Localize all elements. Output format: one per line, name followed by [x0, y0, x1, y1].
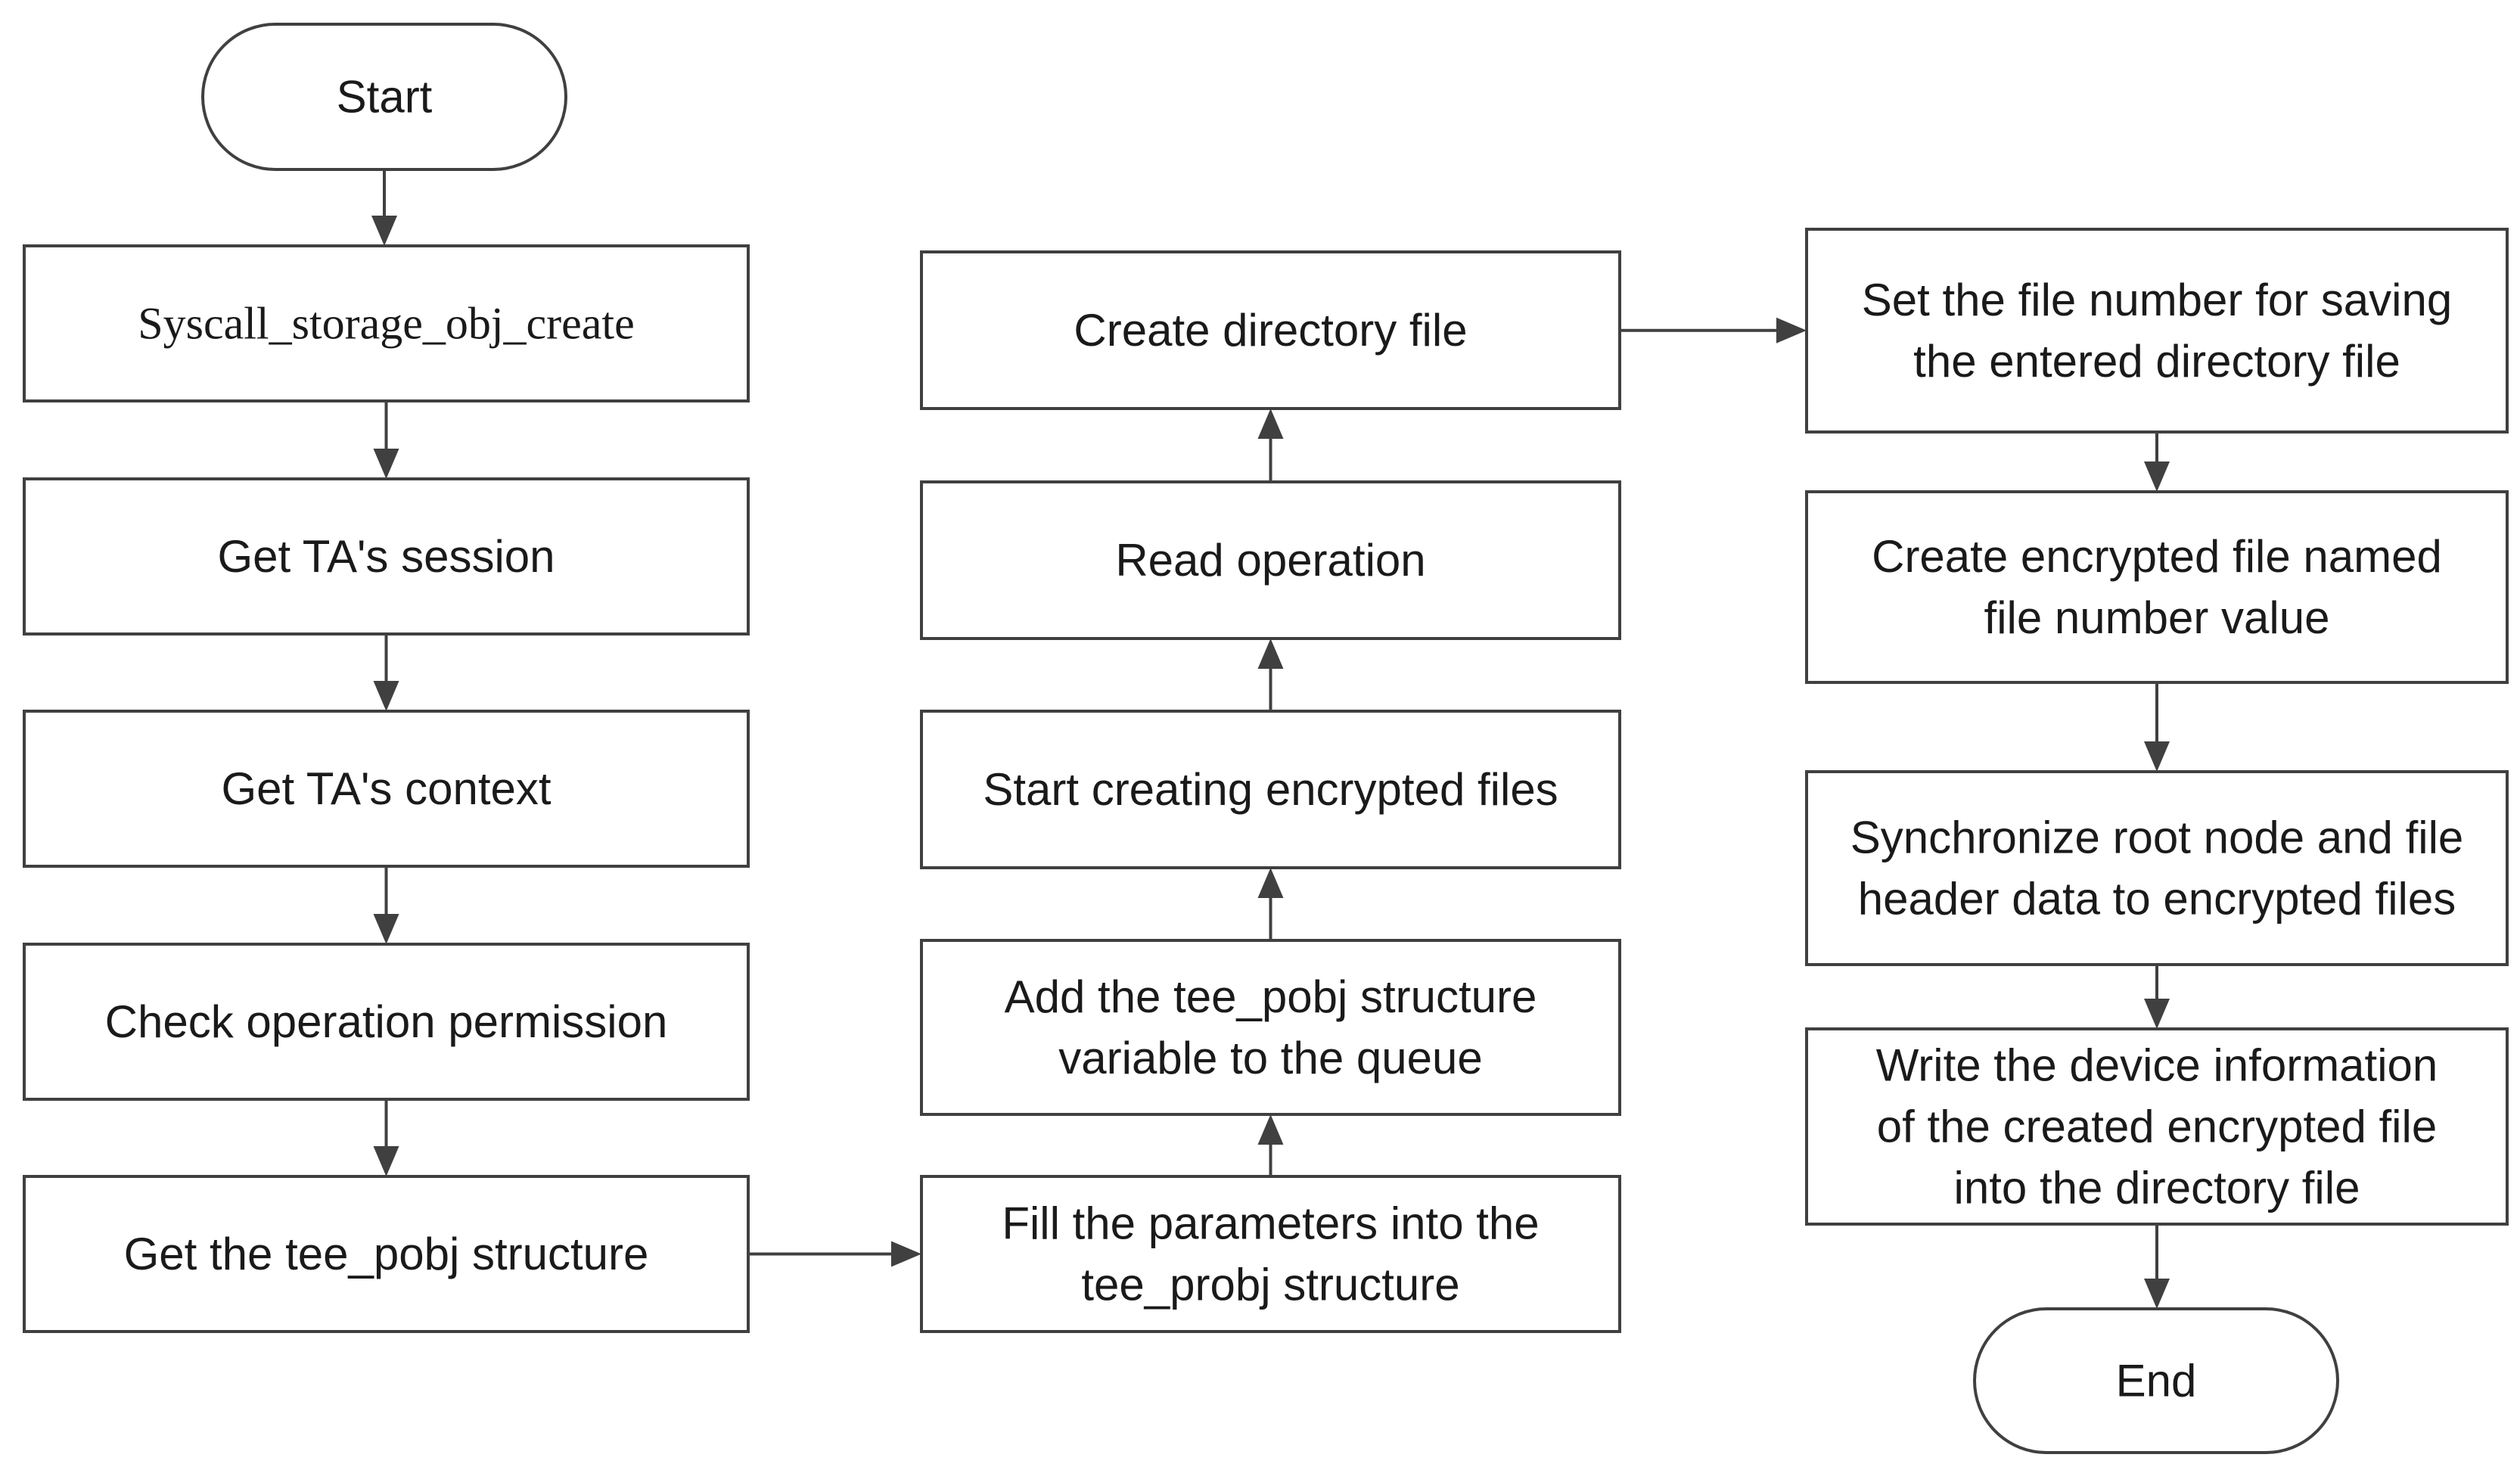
node-label: Add the tee_pobj structure	[1005, 971, 1537, 1022]
node-label: tee_probj structure	[1081, 1260, 1459, 1310]
node-start-create: Start creating encrypted files	[920, 710, 1621, 869]
process-box	[23, 1175, 750, 1333]
node-write-info: Write the device information of the creat…	[1805, 1027, 2509, 1226]
node-get-pobj: Get the tee_pobj structure	[23, 1175, 750, 1333]
process-box	[23, 943, 750, 1101]
node-label: header data to encrypted files	[1858, 874, 2456, 925]
arrow-connector	[1620, 317, 1807, 343]
node-label: End	[2116, 1356, 2197, 1406]
arrow-connector	[748, 1241, 921, 1267]
node-label: Create directory file	[1074, 305, 1467, 356]
node-get-session: Get TA's session	[23, 477, 750, 636]
arrowhead	[2144, 999, 2170, 1029]
arrow-connector	[2144, 1224, 2170, 1309]
arrowhead	[371, 216, 397, 246]
terminal-shape	[201, 23, 567, 171]
node-add-queue: Add the tee_pobj structure variable to th…	[920, 939, 1621, 1116]
process-box	[23, 710, 750, 868]
node-label: Read operation	[1115, 535, 1425, 586]
node-label: variable to the queue	[1058, 1033, 1482, 1083]
arrowhead	[2144, 741, 2170, 772]
node-fill-params: Fill the parameters into the tee_probj st…	[920, 1175, 1621, 1333]
edges	[371, 169, 2170, 1309]
process-box	[23, 244, 750, 402]
arrowhead	[373, 449, 399, 479]
arrow-connector	[371, 169, 397, 246]
node-create-dir: Create directory file	[920, 250, 1621, 410]
arrowhead	[373, 914, 399, 944]
node-label: Syscall_storage_obj_create	[138, 299, 634, 349]
node-syscall: Syscall_storage_obj_create	[23, 244, 750, 402]
node-label: Start	[337, 72, 433, 123]
node-label: Write the device information	[1876, 1040, 2438, 1091]
process-box	[1805, 490, 2509, 684]
arrowhead	[2144, 461, 2170, 492]
process-box	[920, 939, 1621, 1116]
terminal-shape	[1973, 1307, 2339, 1454]
node-read-op: Read operation	[920, 480, 1621, 640]
node-label: Synchronize root node and file	[1850, 813, 2464, 863]
node-create-enc: Create encrypted file named file number v…	[1805, 490, 2509, 684]
arrow-connector	[1257, 868, 1284, 940]
process-box	[920, 710, 1621, 869]
process-box	[1805, 228, 2509, 434]
arrowhead	[1257, 868, 1284, 898]
node-sync: Synchronize root node and file header dat…	[1805, 770, 2509, 966]
process-box	[920, 480, 1621, 640]
arrow-connector	[373, 1099, 399, 1176]
arrowhead	[373, 681, 399, 711]
process-box	[23, 477, 750, 636]
arrow-connector	[373, 634, 399, 711]
process-box	[920, 250, 1621, 410]
arrowhead	[373, 1146, 399, 1176]
arrow-connector	[1257, 1114, 1284, 1176]
node-start: Start	[201, 23, 567, 171]
arrowhead	[1257, 409, 1284, 439]
node-label: Set the file number for saving	[1862, 275, 2452, 325]
node-label: into the directory file	[1954, 1163, 2360, 1214]
node-label: Get TA's session	[217, 531, 555, 582]
node-label: Get the tee_pobj structure	[124, 1229, 649, 1279]
arrow-connector	[1257, 409, 1284, 482]
arrow-connector	[2144, 432, 2170, 492]
arrow-connector	[2144, 965, 2170, 1029]
node-end: End	[1973, 1307, 2339, 1454]
arrowhead	[1776, 317, 1807, 343]
node-get-context: Get TA's context	[23, 710, 750, 868]
arrow-connector	[373, 866, 399, 944]
node-label: file number value	[1984, 592, 2330, 643]
node-check-perm: Check operation permission	[23, 943, 750, 1101]
arrowhead	[891, 1241, 921, 1267]
arrowhead	[2144, 1279, 2170, 1309]
node-label: Get TA's context	[221, 763, 551, 814]
arrow-connector	[373, 401, 399, 479]
process-box	[920, 1175, 1621, 1333]
node-label: Create encrypted file named	[1872, 531, 2442, 582]
node-set-number: Set the file number for saving the entere…	[1805, 228, 2509, 434]
arrowhead	[1257, 1114, 1284, 1145]
node-label: of the created encrypted file	[1877, 1102, 2437, 1152]
arrowhead	[1257, 639, 1284, 669]
node-label: Start creating encrypted files	[983, 764, 1558, 815]
arrow-connector	[2144, 682, 2170, 772]
process-box	[1805, 770, 2509, 966]
node-label: Check operation permission	[105, 996, 668, 1047]
node-label: the entered directory file	[1913, 336, 2400, 387]
node-label: Fill the parameters into the	[1002, 1198, 1539, 1249]
process-box	[1805, 1027, 2509, 1226]
arrow-connector	[1257, 639, 1284, 711]
